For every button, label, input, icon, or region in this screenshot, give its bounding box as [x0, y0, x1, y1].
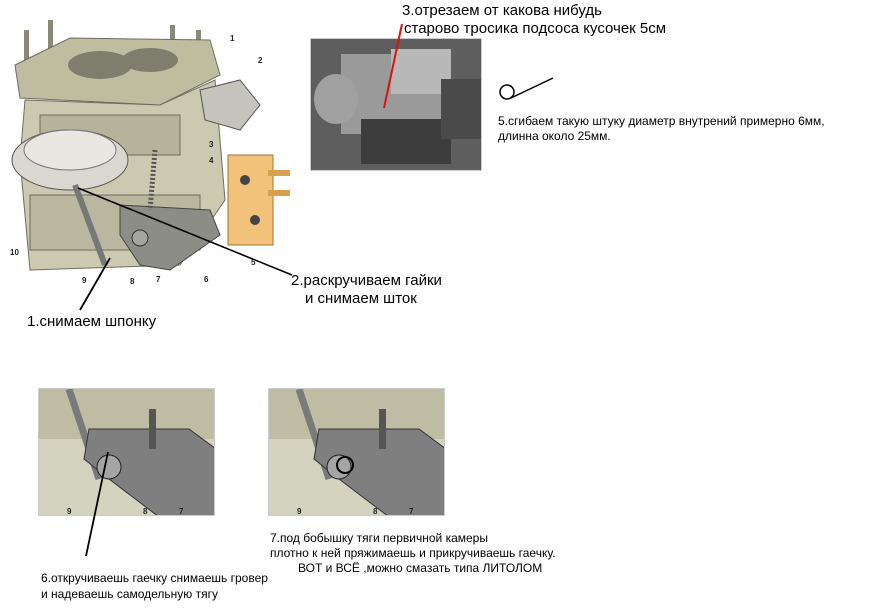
carburetor-diagram: 1 2 3 4 5 6 7 8 9 10 — [0, 20, 300, 295]
part-number-4: 4 — [209, 156, 214, 165]
part-number-5: 5 — [251, 258, 256, 267]
step5-caption-line2: длинна около 25мм. — [498, 129, 611, 143]
part-number-8: 8 — [130, 277, 135, 286]
step3-caption-line2: старово тросика подсоса кусочек 5см — [404, 20, 667, 37]
step2-caption-line2: и снимаем шток — [305, 290, 417, 307]
part-number-9: 9 — [82, 276, 87, 285]
step2-caption-line1: 2.раскручиваем гайки — [291, 272, 442, 289]
part-number-6: 6 — [204, 275, 209, 284]
step6-caption-line2: и надеваешь самодельную тягу — [41, 587, 219, 601]
detail-left-number-c: 7 — [179, 507, 184, 516]
detail-left-number-a: 9 — [67, 507, 72, 516]
part-number-1: 1 — [230, 34, 235, 43]
detail-left-number-b: 8 — [143, 507, 148, 516]
detail-right-number-c: 7 — [409, 507, 414, 516]
step3-caption-line1: 3.отрезаем от какова нибудь — [402, 2, 602, 19]
step5-caption-line1: 5.сгибаем такую штуку диаметр внутрений … — [498, 114, 825, 128]
step7-caption-line2: плотно к ней пряжимаешь и прикручиваешь … — [270, 546, 556, 560]
red-pointer-line — [383, 23, 403, 109]
part-number-7: 7 — [156, 275, 161, 284]
step7-caption-line3: ВОТ и ВСЁ ,можно смазать типа ЛИТОЛОМ — [298, 561, 543, 575]
detail-right-number-a: 9 — [297, 507, 302, 516]
detail-right-number-b: 8 — [373, 507, 378, 516]
step1-caption: 1.снимаем шпонку — [27, 313, 157, 330]
detail-image-step6: 9 8 7 — [38, 388, 215, 516]
bent-wire-icon — [499, 77, 554, 100]
part-number-3: 3 — [209, 140, 214, 149]
part-number-10: 10 — [10, 248, 19, 257]
step7-caption-line1: 7.под бобышку тяги первичной камеры — [270, 531, 488, 545]
detail-image-step7: 9 8 7 — [268, 388, 445, 516]
step6-caption-line1: 6.откручиваешь гаечку снимаешь гровер — [41, 571, 268, 585]
pointer-arrows — [77, 187, 293, 311]
step6-arrow — [85, 451, 109, 557]
part-number-2: 2 — [258, 56, 263, 65]
engine-photo — [310, 38, 482, 171]
